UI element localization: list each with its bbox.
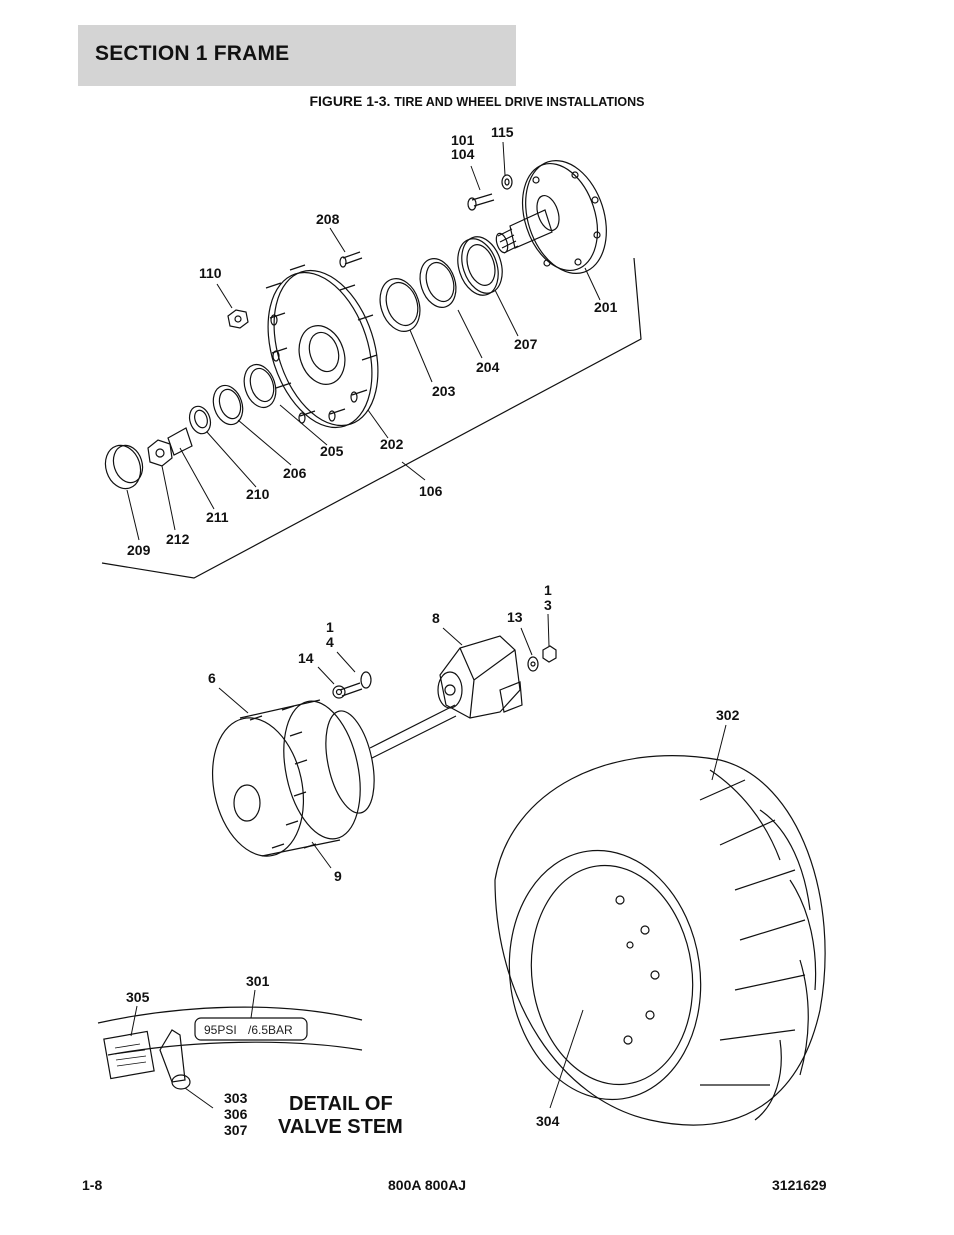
callout-210: 210 [246,486,270,502]
washer-210 [188,405,212,435]
callout-307: 307 [224,1122,248,1138]
callout-302: 302 [716,707,740,723]
callout-203: 203 [432,383,456,399]
tire-302 [494,755,826,1126]
figure-caption: TIRE AND WHEEL DRIVE INSTALLATIONS [394,95,645,109]
hub-202 [265,264,379,429]
valve-stem-detail [97,989,363,1109]
callout-6: 6 [208,670,216,686]
callout-4-lower: 4 [326,634,334,650]
callout-205: 205 [320,443,344,459]
callout-1-upper: 1 [544,582,552,598]
bolt-101-104 [467,174,513,211]
bolt-14 [332,671,372,699]
nut-110 [227,309,249,329]
callout-1-lower: 1 [326,619,334,635]
callout-211: 211 [206,509,229,525]
castle-nut-212 [147,439,173,467]
leader-lines-middle [218,613,550,869]
callout-209: 209 [127,542,151,558]
spindle-201 [495,160,607,274]
callout-101: 101 [451,132,475,148]
drive-hub-6 [211,699,457,857]
cup-203 [379,278,421,332]
footer-model: 800A 800AJ [388,1177,467,1193]
callout-207: 207 [514,336,538,352]
callout-305: 305 [126,989,150,1005]
section-header: SECTION 1 FRAME [78,25,516,86]
callout-115: 115 [491,124,514,140]
cap-209 [104,444,144,490]
pin-211 [167,427,193,456]
washer-13-nut [527,645,557,672]
callout-301: 301 [246,973,270,989]
callout-212: 212 [166,531,190,547]
leader-lines-tire [549,724,727,1109]
callout-303: 303 [224,1090,248,1106]
callout-106: 106 [419,483,443,499]
valve-decal-psi: 95PSI [204,1023,237,1037]
detail-title-line1: DETAIL OF [289,1093,393,1115]
callout-13: 13 [507,609,523,625]
footer-page-number: 1-8 [82,1177,103,1193]
callout-304: 304 [536,1113,560,1129]
leader-lines-upper [126,141,601,541]
callout-110: 110 [199,265,222,281]
callout-9: 9 [334,868,342,884]
seal-207 [457,236,503,296]
callout-204: 204 [476,359,500,375]
callout-202: 202 [380,436,404,452]
callout-8: 8 [432,610,440,626]
kit-bracket-106 [101,257,642,579]
cone-205 [243,363,277,409]
callout-208: 208 [316,211,340,227]
callout-14: 14 [298,650,314,666]
valve-decal-bar: /6.5BAR [248,1023,293,1037]
callout-104: 104 [451,146,475,162]
callout-labels: 101 104 115 208 110 201 207 204 203 202 … [126,124,740,1138]
callout-306: 306 [224,1106,248,1122]
figure-label: FIGURE 1-3. [309,93,391,109]
callout-3-upper: 3 [544,597,552,613]
figure-title: FIGURE 1-3. TIRE AND WHEEL DRIVE INSTALL… [0,93,954,109]
stud-208 [339,251,363,268]
motor-8 [437,635,523,719]
bearing-204 [419,258,457,308]
callout-206: 206 [283,465,307,481]
section-title: SECTION 1 FRAME [95,42,290,65]
seal-206 [212,384,244,426]
footer-doc-number: 3121629 [772,1177,827,1193]
callout-201: 201 [594,299,618,315]
detail-title-line2: VALVE STEM [278,1116,403,1138]
